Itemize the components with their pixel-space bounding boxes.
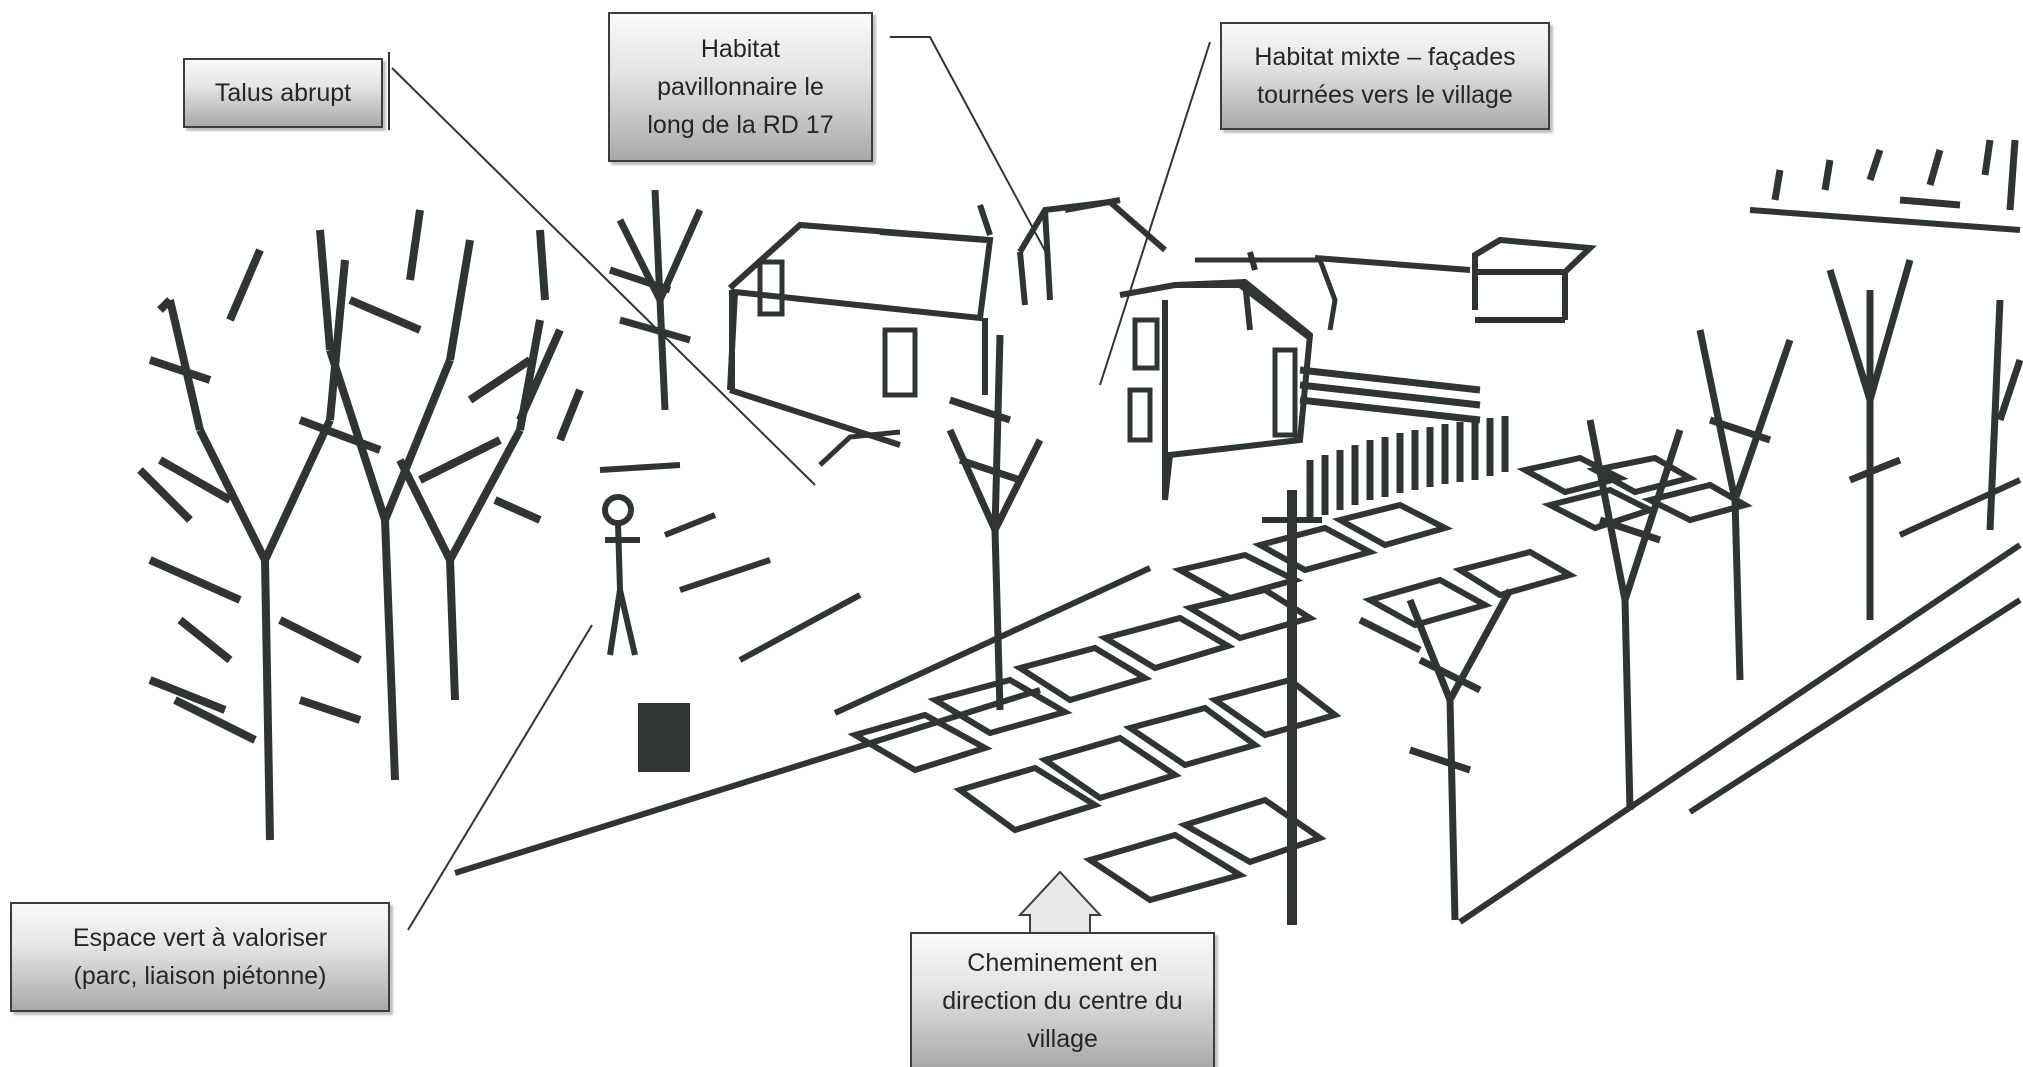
tree-left-back (608, 189, 704, 411)
pedestrian-figure (602, 494, 640, 656)
fence (1299, 366, 1509, 520)
label-text: Espace vert à valoriser (parc, liaison p… (72, 924, 328, 990)
ground-lines (454, 429, 2022, 925)
label-cheminement: Cheminement en direction du centre du vi… (910, 932, 1215, 1067)
house-left (727, 221, 994, 448)
tree-front-center (1358, 588, 1514, 921)
lamp-post (1262, 490, 1322, 925)
leader-lines (388, 36, 1211, 931)
label-text: Habitat mixte – façades tournées vers le… (1254, 43, 1516, 109)
arrow-up-icon (1017, 870, 1103, 935)
label-talus-abrupt: Talus abrupt (183, 58, 383, 128)
tree-left-cluster (137, 209, 584, 841)
label-habitat-pavillonnaire: Habitat pavillonnaire le long de la RD 1… (608, 12, 873, 162)
label-text: Habitat pavillonnaire le long de la RD 1… (647, 35, 834, 139)
label-text: Cheminement en direction du centre du vi… (942, 948, 1183, 1053)
house-middle (977, 197, 1167, 306)
label-espace-vert: Espace vert à valoriser (parc, liaison p… (10, 902, 390, 1012)
house-far-right (1314, 207, 2021, 323)
trash-bin (638, 703, 690, 772)
trees-right-row (1586, 139, 2023, 811)
label-text: Talus abrupt (214, 79, 352, 107)
tree-center (946, 334, 1044, 711)
label-habitat-mixte: Habitat mixte – façades tournées vers le… (1220, 22, 1550, 130)
grass-marks (599, 462, 862, 663)
house-right (1119, 251, 1338, 501)
paving-slabs (847, 454, 1753, 904)
